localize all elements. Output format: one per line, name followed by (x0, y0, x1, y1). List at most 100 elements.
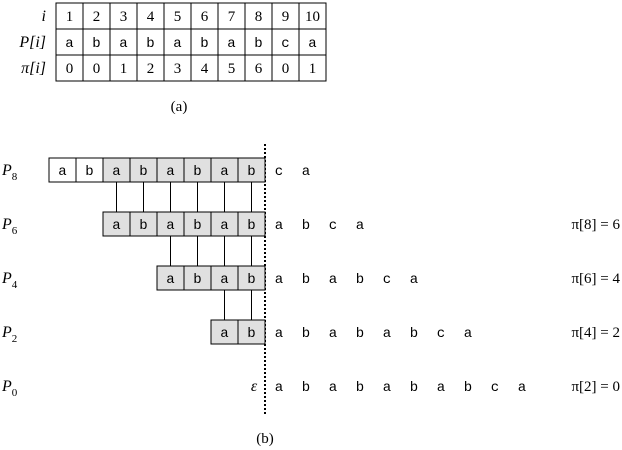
table-value-p-5: a (173, 36, 181, 52)
prefix-2-tail-char-1: a (275, 326, 283, 342)
prefix-8-char-8: b (247, 164, 255, 180)
table-cell-pi-8 (244, 54, 273, 82)
caption-a: (a) (171, 99, 188, 115)
table-value-pi-9: 0 (282, 61, 290, 77)
table-value-i-2: 2 (93, 9, 101, 25)
table-value-i-6: 6 (201, 9, 209, 25)
prefix-4-char-1: a (166, 272, 174, 288)
table-value-i-7: 7 (228, 9, 236, 25)
prefix-0-tail-char-6: b (410, 380, 418, 396)
prefix-2-tail-char-8: a (464, 326, 472, 342)
table-cell-i-1 (55, 2, 84, 30)
prefix-4-box-4 (237, 265, 266, 291)
prefix-label-8: P8 (1, 162, 18, 183)
prefix-2-char-2: b (247, 326, 255, 342)
table-value-pi-10: 1 (309, 61, 317, 77)
prefix-6-tail-char-3: c (329, 218, 337, 234)
prefix-2-box-1 (210, 319, 239, 345)
table-value-pi-7: 5 (228, 61, 236, 77)
prefix-8-box-4 (129, 157, 158, 183)
table-value-p-10: a (308, 36, 316, 52)
table-cell-pi-2 (82, 54, 111, 82)
prefix-4-tail-char-5: c (383, 272, 391, 288)
prefix-6-box-5 (210, 211, 239, 237)
table-cell-pi-9 (271, 54, 300, 82)
prefix-0-tail-char-2: b (302, 380, 310, 396)
prefix-6-box-1 (102, 211, 131, 237)
pi-annotation-4: π[6] = 4 (571, 271, 620, 287)
prefix-6-tail-char-1: a (275, 218, 283, 234)
table-value-pi-4: 2 (147, 61, 155, 77)
prefix-0-tail-char-8: b (464, 380, 472, 396)
prefix-6-char-2: b (139, 218, 147, 234)
table-cell-p-10 (298, 28, 327, 56)
table-cell-pi-3 (109, 54, 138, 82)
prefix-8-box-8 (237, 157, 266, 183)
prefix-6-char-6: b (247, 218, 255, 234)
prefix-4-char-2: b (193, 272, 201, 288)
prefix-4-tail-char-1: a (275, 272, 283, 288)
table-value-i-4: 4 (147, 9, 155, 25)
table-value-pi-5: 3 (174, 61, 182, 77)
table-cell-pi-10 (298, 54, 327, 82)
pi-annotation-0: π[2] = 0 (571, 379, 620, 395)
prefix-0-tail-char-1: a (275, 380, 283, 396)
prefix-8-box-3 (102, 157, 131, 183)
prefix-6-box-4 (183, 211, 212, 237)
row-label-p: P[i] (18, 34, 46, 51)
prefix-8-tail-char-2: a (302, 164, 310, 180)
prefix-0-tail-char-5: a (383, 380, 391, 396)
prefix-8-box-5 (156, 157, 185, 183)
prefix-6-box-6 (237, 211, 266, 237)
prefix-8-box-6 (183, 157, 212, 183)
table-value-p-3: a (119, 36, 127, 52)
pi-annotation-6: π[8] = 6 (571, 217, 620, 233)
table-value-p-6: b (200, 36, 208, 52)
prefix-6-char-4: b (193, 218, 201, 234)
prefix-6-char-5: a (220, 218, 228, 234)
table-value-p-4: b (146, 36, 154, 52)
table-value-p-7: a (227, 36, 235, 52)
table-cell-pi-7 (217, 54, 246, 82)
table-value-p-2: b (92, 36, 100, 52)
table-cell-i-8 (244, 2, 273, 30)
table-cell-p-9 (271, 28, 300, 56)
prefix-8-tail-char-1: c (275, 164, 283, 180)
prefix-6-box-2 (129, 211, 158, 237)
prefix-8-char-3: a (112, 164, 120, 180)
prefix-4-char-3: a (220, 272, 228, 288)
row-label-pi: π[i] (21, 60, 46, 77)
table-value-pi-2: 0 (93, 61, 101, 77)
table-cell-i-10 (298, 2, 327, 30)
prefix-4-tail-char-6: a (410, 272, 418, 288)
table-cell-pi-5 (163, 54, 192, 82)
prefix-8-box-7 (210, 157, 239, 183)
prefix-4-char-4: b (247, 272, 255, 288)
match-connectors (116, 182, 252, 320)
prefix-4-box-2 (183, 265, 212, 291)
table-value-p-8: b (254, 36, 262, 52)
prefix-label-2: P2 (1, 324, 17, 345)
prefix-0-tail-char-7: a (437, 380, 445, 396)
prefix-2-tail-char-3: a (329, 326, 337, 342)
prefix-0-tail-char-4: b (356, 380, 364, 396)
prefix-8-char-5: a (166, 164, 174, 180)
prefix-8-char-4: b (139, 164, 147, 180)
table-value-pi-8: 6 (255, 61, 263, 77)
table-value-pi-3: 1 (120, 61, 128, 77)
pi-annotation-2: π[4] = 2 (571, 325, 620, 341)
prefix-0-tail-char-3: a (329, 380, 337, 396)
table-cell-p-2 (82, 28, 111, 56)
prefix-2-tail-char-2: b (302, 326, 310, 342)
prefix-2-tail-char-6: b (410, 326, 418, 342)
prefix-8-char-7: a (220, 164, 228, 180)
prefix-2-tail-char-5: a (383, 326, 391, 342)
prefix-6-tail-char-4: a (356, 218, 364, 234)
prefix-8-char-1: a (58, 164, 66, 180)
prefix-4-tail-char-4: b (356, 272, 364, 288)
prefix-label-4: P4 (1, 270, 18, 291)
prefix-6-char-1: a (112, 218, 120, 234)
